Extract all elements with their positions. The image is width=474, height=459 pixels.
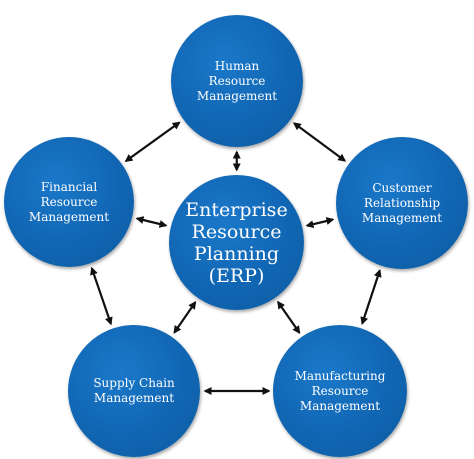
connector-arrow-hrm-crm: [292, 122, 347, 162]
node-label: Manufacturing Resource Management: [294, 368, 386, 413]
connector-arrow-mrm-erp: [277, 300, 301, 335]
connector-arrow-crm-mrm: [360, 268, 382, 326]
node-customer-relationship-management: Customer Relationship Management: [336, 137, 468, 269]
connector-arrow-hrm-frm: [124, 121, 181, 162]
connector-arrow-crm-erp: [305, 217, 335, 229]
connector-arrow-frm-scm: [90, 266, 113, 326]
node-label: Customer Relationship Management: [361, 180, 443, 225]
node-financial-resource-management: Financial Resource Management: [4, 137, 134, 267]
node-enterprise-resource-planning: Enterprise Resource Planning (ERP): [169, 175, 304, 310]
node-label: Human Resource Management: [196, 58, 278, 103]
center-label: Enterprise Resource Planning (ERP): [185, 198, 288, 287]
node-human-resource-management: Human Resource Management: [171, 15, 303, 147]
node-manufacturing-resource-management: Manufacturing Resource Management: [273, 325, 407, 457]
connector-arrow-frm-erp: [135, 216, 168, 228]
node-supply-chain-management: Supply Chain Management: [68, 325, 200, 457]
node-label: Supply Chain Management: [93, 376, 175, 405]
node-label: Financial Resource Management: [28, 179, 110, 224]
connector-arrow-scm-erp: [173, 300, 197, 334]
